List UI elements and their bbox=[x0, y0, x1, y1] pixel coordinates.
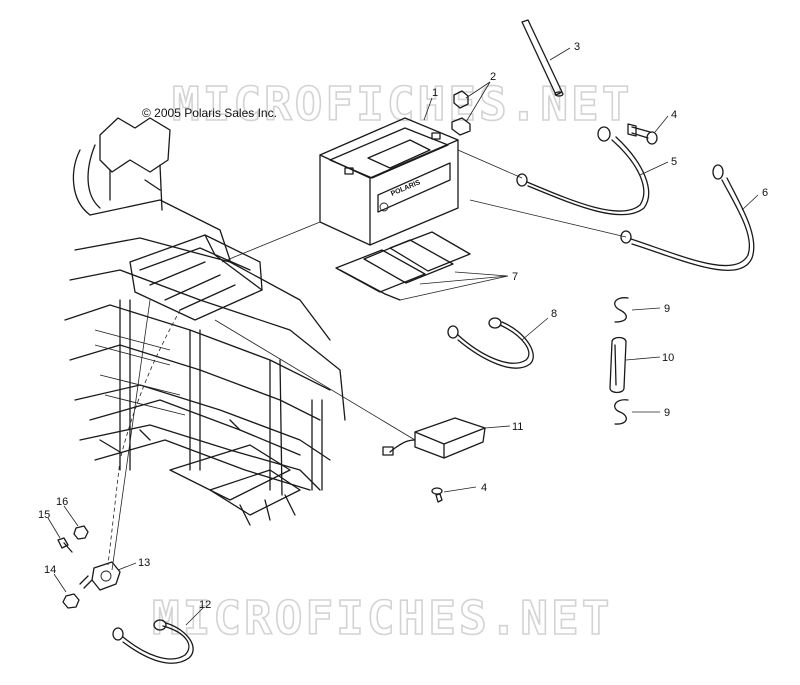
bolt-top bbox=[627, 123, 658, 145]
callout-12: 12 bbox=[199, 599, 211, 611]
cable-5 bbox=[516, 126, 650, 216]
callout-6: 6 bbox=[762, 187, 768, 199]
callout-5: 5 bbox=[671, 156, 677, 168]
callout-4-lower: 4 bbox=[481, 482, 487, 494]
clip-9-upper bbox=[614, 297, 629, 323]
link-bar-10 bbox=[609, 336, 627, 394]
battery-hold-down-rod bbox=[521, 19, 564, 97]
callout-11: 11 bbox=[512, 421, 523, 433]
ground-cable-8 bbox=[447, 317, 534, 369]
clip-9-lower bbox=[614, 399, 629, 425]
callout-2: 2 bbox=[490, 71, 496, 83]
watermark-top: MICROFICHES.NET bbox=[172, 77, 632, 131]
assembly-lines bbox=[107, 149, 627, 571]
cable-6 bbox=[620, 164, 755, 272]
bracket-13 bbox=[79, 561, 121, 591]
callout-3: 3 bbox=[574, 41, 580, 53]
callout-9-lower: 9 bbox=[664, 407, 670, 419]
copyright-text: © 2005 Polaris Sales Inc. bbox=[142, 106, 277, 120]
callout-7: 7 bbox=[512, 271, 518, 283]
callout-1: 1 bbox=[432, 87, 438, 99]
callout-14: 14 bbox=[44, 564, 56, 576]
vehicle-frame bbox=[64, 117, 346, 526]
decals bbox=[335, 231, 471, 301]
callout-8: 8 bbox=[551, 308, 557, 320]
battery: POLARIS bbox=[319, 117, 459, 246]
ground-cable-12 bbox=[112, 619, 194, 664]
nut-14 bbox=[62, 593, 80, 609]
watermark-bottom: MICROFICHES.NET bbox=[152, 591, 612, 645]
bolt-15 bbox=[57, 537, 73, 553]
battery-terminal-hardware bbox=[451, 90, 471, 136]
electrical-module bbox=[382, 417, 486, 459]
nut-16 bbox=[73, 525, 89, 540]
callout-10: 10 bbox=[662, 352, 674, 364]
leader-lines bbox=[47, 47, 759, 626]
callout-13: 13 bbox=[138, 557, 150, 569]
callout-15: 15 bbox=[38, 509, 50, 521]
bolt-lower bbox=[431, 487, 443, 503]
callout-16: 16 bbox=[56, 496, 68, 508]
callout-4-upper: 4 bbox=[671, 109, 677, 121]
callout-labels: 1 2 3 4 4 5 6 7 8 9 9 10 11 12 13 14 15 … bbox=[38, 41, 768, 611]
callout-9-upper: 9 bbox=[664, 303, 670, 315]
